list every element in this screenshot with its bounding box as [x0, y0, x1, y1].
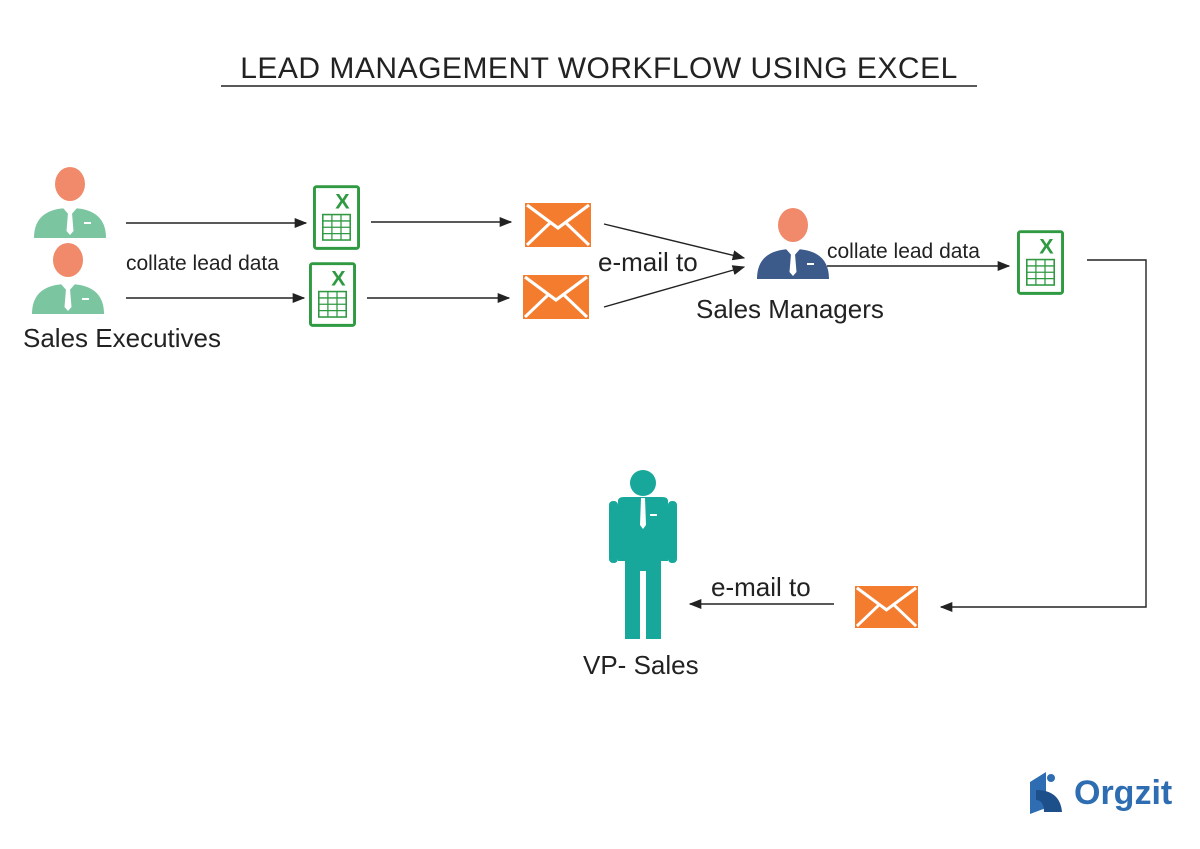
- collate-lead-data-label-2: collate lead data: [827, 240, 980, 263]
- email-1-icon: [525, 203, 591, 247]
- vp-sales-icon: [609, 470, 677, 639]
- email-2-icon: [523, 275, 589, 319]
- arrow-email2-to-manager: [603, 265, 746, 308]
- excel-file-3-icon: [1017, 230, 1064, 295]
- logo-text: Orgzit: [1074, 774, 1172, 812]
- arrow-email1-to-manager: [603, 223, 746, 261]
- email-to-label-1: e-mail to: [598, 247, 698, 277]
- excel-file-1-icon: [313, 185, 360, 250]
- sales-executive-2-icon: [32, 243, 104, 314]
- sales-executives-label: Sales Executives: [23, 323, 221, 353]
- email-3-icon: [854, 586, 919, 628]
- vp-sales-label: VP- Sales: [583, 650, 699, 680]
- excel-file-2-icon: [309, 262, 356, 327]
- sales-managers-label: Sales Managers: [696, 294, 884, 324]
- page-title: LEAD MANAGEMENT WORKFLOW USING EXCEL: [240, 52, 958, 85]
- email-to-label-2: e-mail to: [711, 572, 811, 602]
- arrow-excel3-to-email3: [939, 259, 1147, 613]
- sales-executive-1-icon: [34, 167, 106, 238]
- sales-manager-icon: [757, 208, 829, 279]
- orgzit-logo-icon: [1030, 772, 1062, 814]
- collate-lead-data-label-1: collate lead data: [126, 252, 279, 275]
